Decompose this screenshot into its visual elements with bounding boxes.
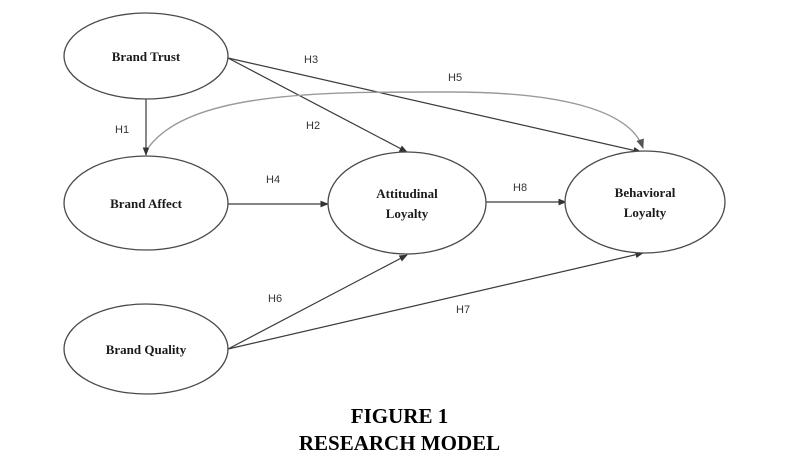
edge-h3 xyxy=(227,57,642,154)
h5-label: H5 xyxy=(448,72,462,84)
h2-label: H2 xyxy=(306,120,320,132)
figure-number: FIGURE 1 xyxy=(350,404,449,428)
h6-label: H6 xyxy=(268,293,282,305)
behavioral-loyalty-label-line1: Behavioral xyxy=(615,185,676,200)
node-attitudinal-loyalty: Attitudinal Loyalty xyxy=(327,151,487,255)
edge-h5 xyxy=(147,91,644,149)
attitudinal-loyalty-label-line2: Loyalty xyxy=(386,206,429,221)
brand-affect-label: Brand Affect xyxy=(110,196,183,211)
figure-title: RESEARCH MODEL xyxy=(298,431,501,455)
node-brand-trust: Brand Trust xyxy=(63,12,229,100)
h1-label: H1 xyxy=(115,124,129,136)
brand-quality-label: Brand Quality xyxy=(106,342,187,357)
node-brand-affect: Brand Affect xyxy=(63,155,229,251)
attitudinal-loyalty-label-line1: Attitudinal xyxy=(376,186,438,201)
edge-h7 xyxy=(227,251,644,350)
h7-label: H7 xyxy=(456,304,470,316)
edge-h2 xyxy=(227,57,408,153)
node-brand-quality: Brand Quality xyxy=(63,303,229,395)
h3-label: H3 xyxy=(304,54,318,66)
brand-trust-label: Brand Trust xyxy=(112,49,181,64)
edge-h6 xyxy=(227,254,408,350)
behavioral-loyalty-label-line2: Loyalty xyxy=(624,205,667,220)
node-behavioral-loyalty: Behavioral Loyalty xyxy=(564,150,726,254)
h4-label: H4 xyxy=(266,174,280,186)
h8-label: H8 xyxy=(513,182,527,194)
